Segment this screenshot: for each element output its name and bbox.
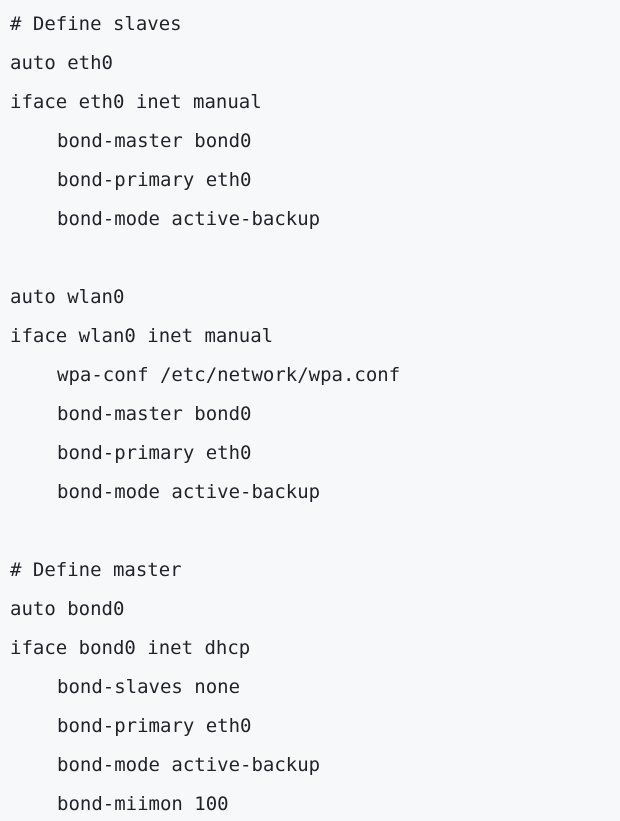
code-line-blank [10, 519, 620, 558]
code-line: bond-master bond0 [57, 403, 252, 425]
code-line: auto bond0 [10, 598, 125, 620]
code-line: auto wlan0 [10, 286, 125, 308]
code-line-comment: # Define master [10, 559, 182, 581]
code-line: bond-master bond0 [57, 130, 252, 152]
code-line: bond-mode active-backup [57, 481, 321, 503]
code-line-comment: # Define slaves [10, 13, 182, 35]
code-line: bond-mode active-backup [57, 208, 321, 230]
code-line: bond-mode active-backup [57, 754, 321, 776]
code-line: iface bond0 inet dhcp [10, 637, 251, 659]
code-line: bond-slaves none [57, 676, 241, 698]
code-line: iface eth0 inet manual [10, 91, 262, 113]
code-line: iface wlan0 inet manual [10, 325, 274, 347]
code-line: wpa-conf /etc/network/wpa.conf [57, 364, 401, 386]
code-line: auto eth0 [10, 52, 113, 74]
code-line: bond-miimon 100 [57, 793, 229, 815]
code-line: bond-primary eth0 [57, 442, 252, 464]
code-line: bond-primary eth0 [57, 169, 252, 191]
code-line: bond-primary eth0 [57, 715, 252, 737]
code-line-blank [10, 246, 620, 285]
